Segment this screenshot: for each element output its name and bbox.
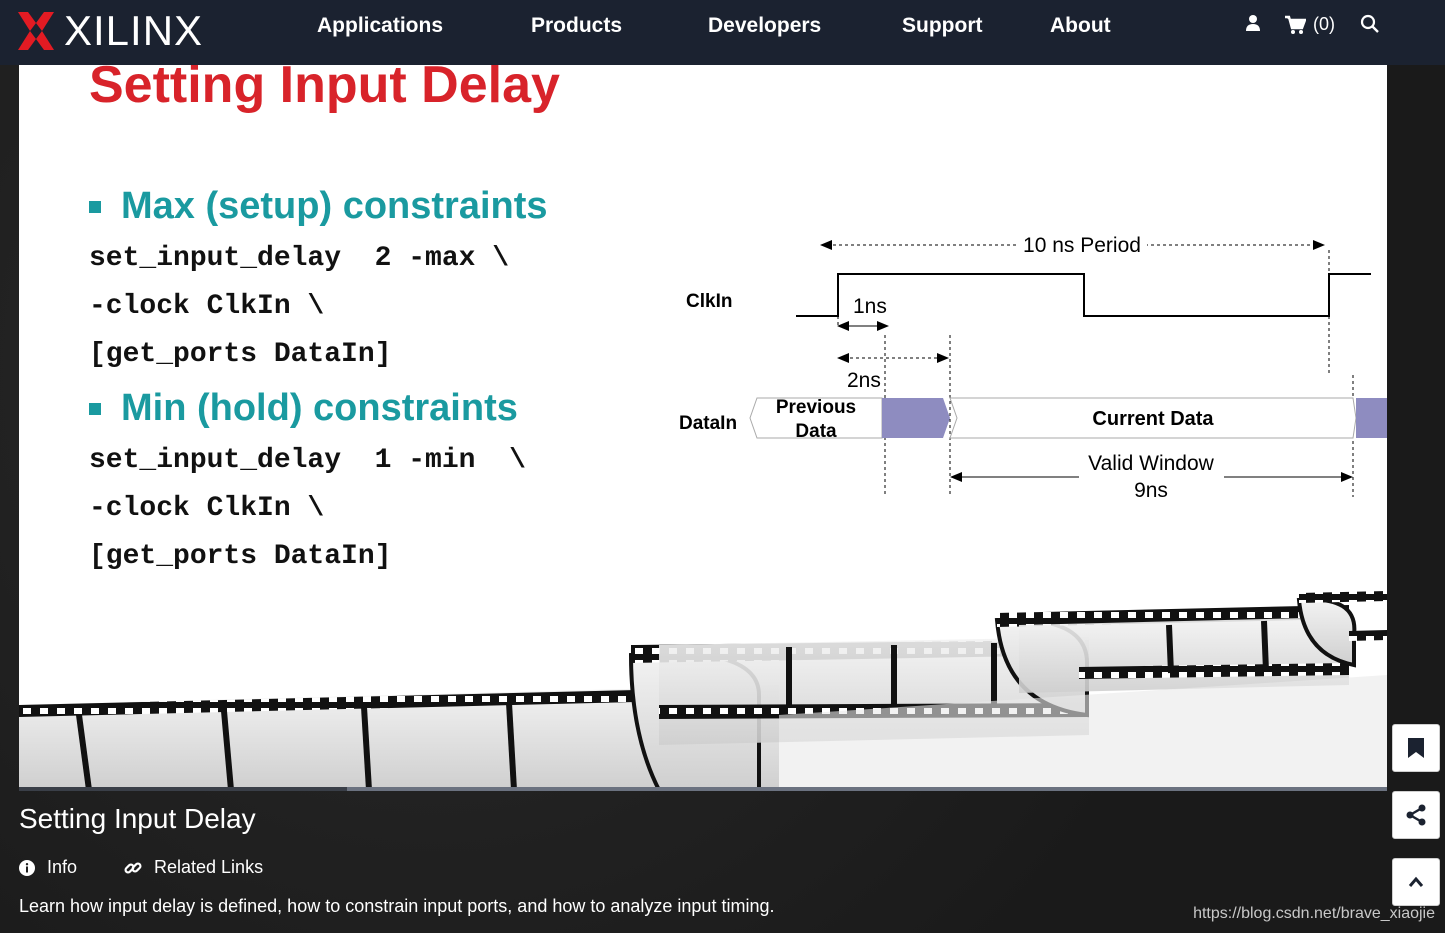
logo-text: XILINX	[64, 7, 204, 54]
code-line: set_input_delay 2 -max \	[89, 243, 510, 274]
timing-diagram: 10 ns Period ClkIn 1ns 2ns DataIn Previo…	[679, 233, 1387, 511]
one-ns-label: 1ns	[853, 295, 887, 318]
tab-related-links[interactable]: Related Links	[124, 857, 263, 878]
code-line: -clock ClkIn \	[89, 291, 325, 322]
xilinx-logo[interactable]: XILINX	[18, 7, 204, 54]
xilinx-logo-icon	[18, 12, 54, 50]
two-ns-label: 2ns	[847, 369, 881, 392]
share-button[interactable]	[1392, 791, 1440, 839]
transition-region	[1356, 398, 1387, 438]
nav-developers[interactable]: Developers	[708, 14, 822, 37]
info-icon	[19, 859, 35, 876]
datain-label: DataIn	[679, 413, 737, 434]
min-constraints-heading: Min (hold) constraints	[89, 387, 518, 430]
bullet-icon	[89, 200, 101, 213]
bookmark-icon	[1408, 738, 1424, 758]
video-slide[interactable]: Setting Input Delay Max (setup) constrai…	[19, 65, 1387, 790]
nav-about[interactable]: About	[1050, 14, 1111, 37]
film-strip-image	[19, 591, 1387, 790]
cart-button[interactable]: (0)	[1284, 14, 1335, 35]
code-line: set_input_delay 1 -min \	[89, 445, 526, 476]
bullet-icon	[89, 402, 101, 415]
code-line: [get_ports DataIn]	[89, 339, 392, 370]
video-title: Setting Input Delay	[19, 803, 256, 834]
video-description: Learn how input delay is defined, how to…	[19, 896, 775, 916]
video-progress-bar[interactable]	[19, 787, 1387, 791]
current-data-label: Current Data	[1092, 408, 1214, 430]
user-icon[interactable]	[1244, 14, 1262, 37]
bookmark-button[interactable]	[1392, 724, 1440, 772]
cart-icon	[1285, 15, 1306, 34]
share-icon	[1406, 804, 1426, 826]
tab-related-links-label: Related Links	[154, 857, 264, 877]
slide-title: Setting Input Delay	[89, 65, 560, 114]
link-icon	[124, 859, 142, 877]
nav-products[interactable]: Products	[531, 14, 623, 37]
nav-support[interactable]: Support	[902, 14, 983, 37]
chevron-up-icon	[1408, 876, 1424, 887]
scroll-to-top-button[interactable]	[1392, 858, 1440, 906]
transition-region	[882, 398, 950, 438]
previous-data-label: Previous	[776, 397, 856, 418]
code-line: -clock ClkIn \	[89, 493, 325, 524]
watermark-text: https://blog.csdn.net/brave_xiaojie	[1193, 905, 1435, 922]
previous-data-label: Data	[795, 421, 837, 442]
cart-count: (0)	[1313, 14, 1335, 34]
period-label: 10 ns Period	[1023, 234, 1141, 257]
valid-ns-label: 9ns	[1134, 479, 1168, 502]
video-progress-fill	[19, 787, 348, 791]
tab-info-label: Info	[47, 857, 78, 877]
max-constraints-heading: Max (setup) constraints	[89, 185, 548, 228]
nav-applications[interactable]: Applications	[317, 14, 444, 37]
clkin-label: ClkIn	[686, 291, 732, 312]
valid-window-label: Valid Window	[1088, 452, 1214, 475]
code-line: [get_ports DataIn]	[89, 541, 392, 572]
tab-info[interactable]: Info	[19, 857, 77, 878]
search-icon[interactable]	[1360, 14, 1379, 38]
top-navbar: XILINX Applications Products Developers …	[0, 0, 1445, 65]
